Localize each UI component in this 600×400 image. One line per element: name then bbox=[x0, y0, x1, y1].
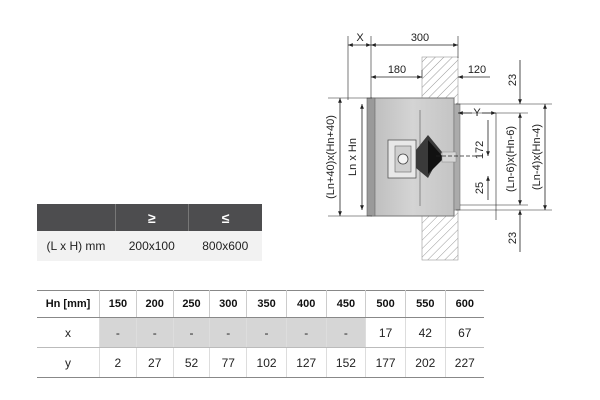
dim-label-y: Y bbox=[473, 107, 481, 119]
hn-table-col-header: 200 bbox=[136, 290, 174, 318]
top-dimensions bbox=[347, 36, 490, 100]
hn-table-col-header: 550 bbox=[405, 290, 446, 318]
size-table-header-max: ≤ bbox=[188, 204, 262, 231]
size-table-header-empty bbox=[37, 204, 116, 231]
hn-table-col-header: 500 bbox=[365, 290, 406, 318]
size-table-row-label: (L x H) mm bbox=[37, 231, 115, 261]
hn-table-header-label: Hn [mm] bbox=[37, 290, 100, 318]
dim-label-ln6: (Ln-6)x(Hn-6) bbox=[505, 126, 517, 192]
right-dimensions bbox=[456, 60, 552, 252]
hn-table-col-header: 150 bbox=[99, 290, 137, 318]
hn-dimension-table: Hn [mm] 150 200 250 300 350 400 450 500 … bbox=[37, 290, 484, 378]
actuator-mechanism bbox=[387, 135, 480, 179]
hn-table-cell: 27 bbox=[136, 347, 174, 378]
hn-table-col-header: 450 bbox=[326, 290, 367, 318]
hn-table-cell: - bbox=[173, 317, 211, 348]
dim-label-172: 172 bbox=[474, 141, 486, 159]
hn-table-col-header: 600 bbox=[445, 290, 484, 318]
hn-table-cell: 77 bbox=[209, 347, 248, 378]
dim-label-ln4: (Ln-4)x(Hn-4) bbox=[531, 124, 543, 190]
hn-table-cell: 202 bbox=[405, 347, 446, 378]
hn-table-row-label: x bbox=[37, 317, 100, 348]
hn-table-col-header: 400 bbox=[286, 290, 327, 318]
wall-section bbox=[421, 56, 459, 261]
hn-table-cell: 127 bbox=[286, 347, 327, 378]
size-table-row: (L x H) mm 200x100 800x600 bbox=[37, 231, 262, 261]
hn-table-cell: - bbox=[99, 317, 137, 348]
hn-table-row-x: x - - - - - - - 17 42 67 bbox=[37, 317, 484, 348]
hn-table-cell: 177 bbox=[365, 347, 406, 378]
hn-table-cell: - bbox=[286, 317, 327, 348]
hn-table-header-row: Hn [mm] 150 200 250 300 350 400 450 500 … bbox=[37, 290, 484, 318]
hn-table-col-header: 250 bbox=[173, 290, 211, 318]
hn-table-cell: - bbox=[136, 317, 174, 348]
hn-table-cell: - bbox=[246, 317, 287, 348]
size-table-min-value: 200x100 bbox=[115, 231, 189, 261]
dim-label-25: 25 bbox=[474, 182, 486, 194]
left-dimensions bbox=[328, 97, 372, 217]
size-table-max-value: 800x600 bbox=[188, 231, 262, 261]
hn-table-cell: - bbox=[326, 317, 367, 348]
hn-table-cell: 42 bbox=[405, 317, 446, 348]
size-table-header-row: ≥ ≤ bbox=[37, 204, 262, 231]
dim-label-23-top: 23 bbox=[507, 74, 519, 86]
dim-label-120: 120 bbox=[468, 64, 486, 76]
hn-table-cell: 152 bbox=[326, 347, 367, 378]
dim-label-180: 180 bbox=[388, 64, 406, 76]
hn-table-cell: 52 bbox=[173, 347, 211, 378]
hn-table-cell: 67 bbox=[445, 317, 484, 348]
dim-label-23-bottom: 23 bbox=[507, 232, 519, 244]
size-limits-table: ≥ ≤ (L x H) mm 200x100 800x600 bbox=[37, 204, 262, 261]
dim-label-ln40: (Ln+40)x(Hn+40) bbox=[325, 115, 337, 199]
hn-table-col-header: 350 bbox=[246, 290, 287, 318]
hn-table-cell: - bbox=[209, 317, 248, 348]
hn-table-cell: 227 bbox=[445, 347, 484, 378]
hn-table-cell: 102 bbox=[246, 347, 287, 378]
hn-table-row-y: y 2 27 52 77 102 127 152 177 202 227 bbox=[37, 347, 484, 378]
dim-label-300: 300 bbox=[411, 32, 429, 44]
hn-table-row-label: y bbox=[37, 347, 100, 378]
dim-label-x: X bbox=[356, 32, 364, 44]
hn-table-cell: 17 bbox=[365, 317, 406, 348]
hn-table-cell: 2 bbox=[99, 347, 137, 378]
dim-label-lnhn: Ln x Hn bbox=[347, 138, 359, 176]
hn-table-col-header: 300 bbox=[209, 290, 248, 318]
size-table-header-min: ≥ bbox=[115, 204, 189, 231]
